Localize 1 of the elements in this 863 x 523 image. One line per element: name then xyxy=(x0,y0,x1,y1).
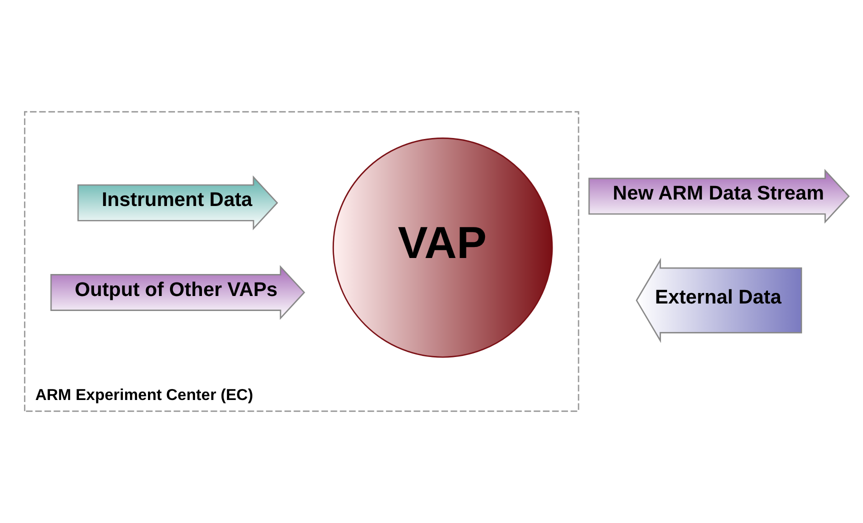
node-circle: VAP xyxy=(332,138,553,358)
